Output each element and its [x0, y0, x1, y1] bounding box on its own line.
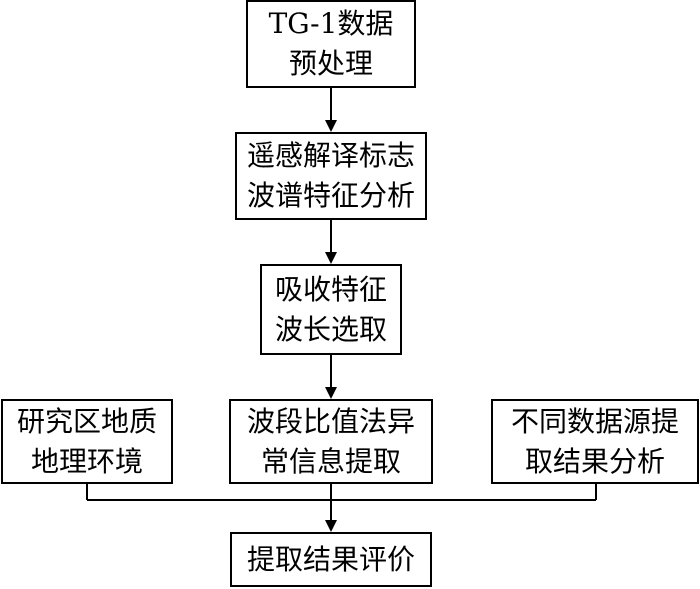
node-geo-environment: 研究区地质 地理环境 — [1, 399, 173, 484]
node-band-selection-line2: 波长选取 — [274, 312, 387, 346]
node-evaluation: 提取结果评价 — [230, 532, 432, 587]
node-source-comparison-line2: 取结果分析 — [524, 444, 665, 478]
node-band-ratio-line2: 常信息提取 — [260, 444, 401, 478]
node-geo-environment-line1: 研究区地质 — [16, 404, 157, 438]
node-evaluation-line1: 提取结果评价 — [246, 542, 415, 576]
node-spectral-analysis-line1: 遥感解译标志 — [246, 139, 415, 172]
node-band-ratio: 波段比值法异 常信息提取 — [229, 399, 433, 484]
node-preprocess-line1: TG-1数据 — [268, 7, 394, 40]
node-spectral-analysis: 遥感解译标志 波谱特征分析 — [235, 132, 427, 220]
node-band-selection: 吸收特征 波长选取 — [260, 264, 402, 355]
node-band-selection-line1: 吸收特征 — [274, 272, 387, 306]
node-geo-environment-line2: 地理环境 — [30, 444, 143, 478]
node-preprocess: TG-1数据 预处理 — [246, 0, 416, 88]
node-band-ratio-line1: 波段比值法异 — [246, 404, 415, 438]
node-spectral-analysis-line2: 波谱特征分析 — [246, 179, 415, 212]
node-source-comparison-line1: 不同数据源提 — [510, 404, 679, 438]
node-preprocess-line2: 预处理 — [288, 47, 373, 80]
node-source-comparison: 不同数据源提 取结果分析 — [491, 399, 699, 484]
